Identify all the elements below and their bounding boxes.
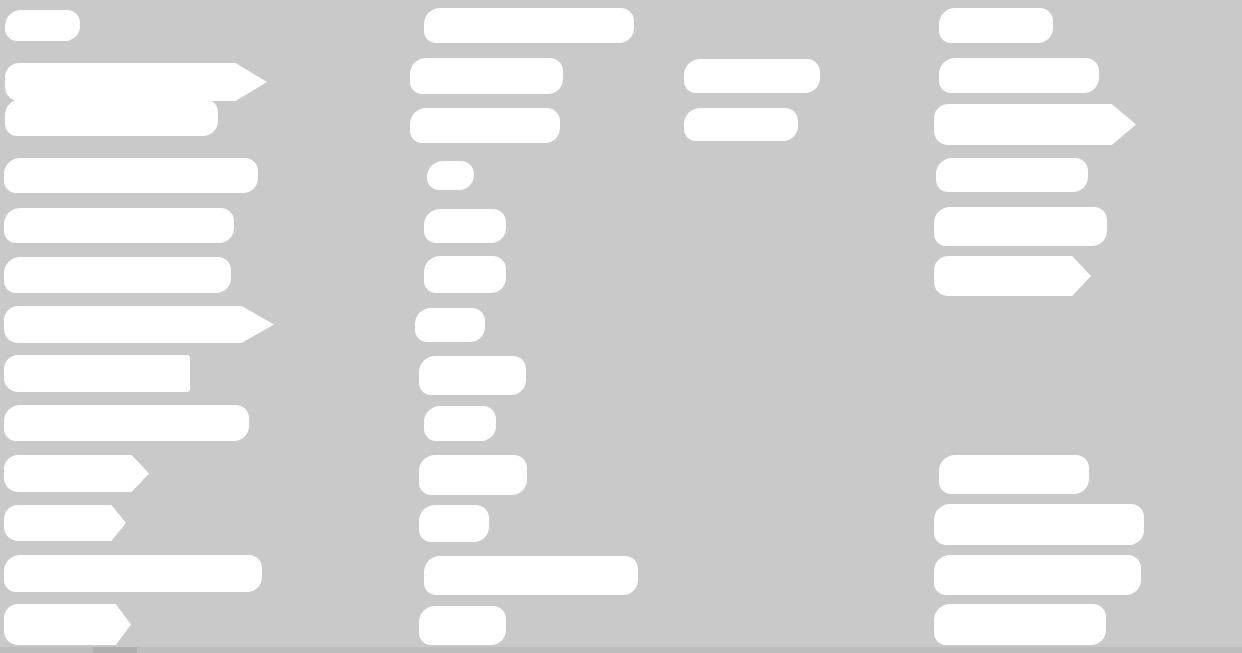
redacted-text-block <box>419 606 506 645</box>
redacted-text-block <box>939 8 1053 43</box>
redacted-text-block <box>4 505 126 541</box>
redacted-text-block <box>934 504 1144 545</box>
redacted-text-block <box>410 58 563 94</box>
redacted-text-block <box>424 256 506 293</box>
redacted-text-block <box>4 604 131 645</box>
redacted-text-block <box>934 256 1091 296</box>
redacted-text-block <box>4 555 262 592</box>
redacted-text-block <box>4 455 149 492</box>
redacted-text-block <box>934 207 1107 246</box>
redacted-text-block <box>684 59 820 93</box>
redacted-text-block <box>419 505 489 542</box>
redacted-text-block <box>427 161 474 190</box>
redacted-text-block <box>419 356 526 395</box>
redacted-text-block <box>5 10 80 41</box>
redacted-text-block <box>424 209 506 243</box>
redacted-text-block <box>5 99 218 136</box>
redacted-text-block <box>5 63 267 101</box>
redacted-text-block <box>424 556 638 595</box>
redacted-text-block <box>424 8 634 43</box>
redacted-text-block <box>4 306 274 343</box>
redacted-text-block <box>4 405 249 441</box>
redacted-text-block <box>4 208 234 243</box>
redacted-text-block <box>936 158 1088 192</box>
redacted-text-block <box>939 58 1099 93</box>
redacted-text-block <box>934 555 1141 595</box>
redacted-text-block <box>4 158 258 193</box>
redacted-text-block <box>410 108 560 143</box>
redacted-text-block <box>4 355 190 392</box>
window-bottom-notch <box>93 647 137 653</box>
redacted-text-block <box>419 455 527 495</box>
redacted-text-block <box>4 257 231 293</box>
window-bottom-edge <box>0 647 1242 653</box>
redacted-text-block <box>934 604 1106 645</box>
redacted-text-block <box>424 406 496 441</box>
redacted-text-block <box>415 308 485 342</box>
redacted-text-block <box>939 455 1089 494</box>
redacted-text-block <box>934 104 1136 145</box>
redacted-text-block <box>684 108 798 141</box>
